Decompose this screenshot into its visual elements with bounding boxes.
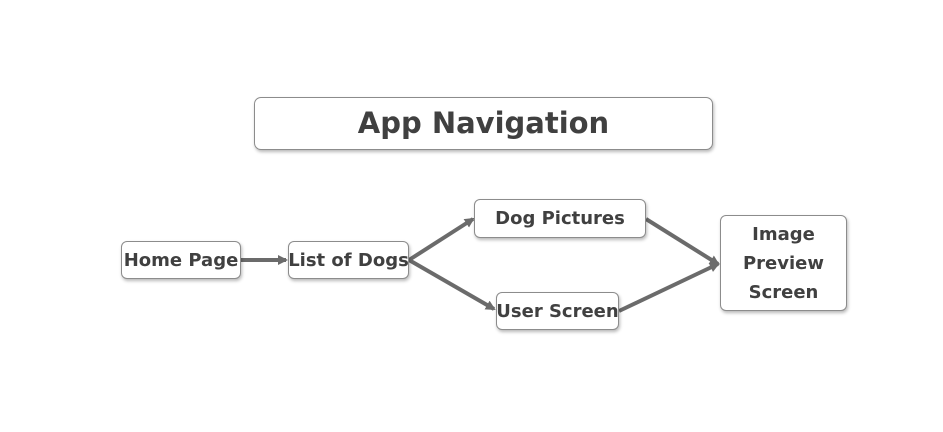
edge-list-to-user-screen xyxy=(408,258,496,311)
node-image-preview-screen[interactable]: Image Preview Screen xyxy=(720,215,847,311)
node-image-preview-label: Image Preview Screen xyxy=(742,223,825,303)
node-home-page[interactable]: Home Page xyxy=(121,241,241,279)
edge-user-screen-to-image-preview xyxy=(618,262,720,313)
node-user-screen[interactable]: User Screen xyxy=(496,292,619,330)
diagram-title: App Navigation xyxy=(254,97,713,150)
edge-list-to-dog-pictures xyxy=(407,217,475,262)
edge-dog-pictures-to-image-preview xyxy=(644,217,720,266)
node-list-of-dogs[interactable]: List of Dogs xyxy=(288,241,409,279)
node-dog-pictures[interactable]: Dog Pictures xyxy=(474,199,646,238)
